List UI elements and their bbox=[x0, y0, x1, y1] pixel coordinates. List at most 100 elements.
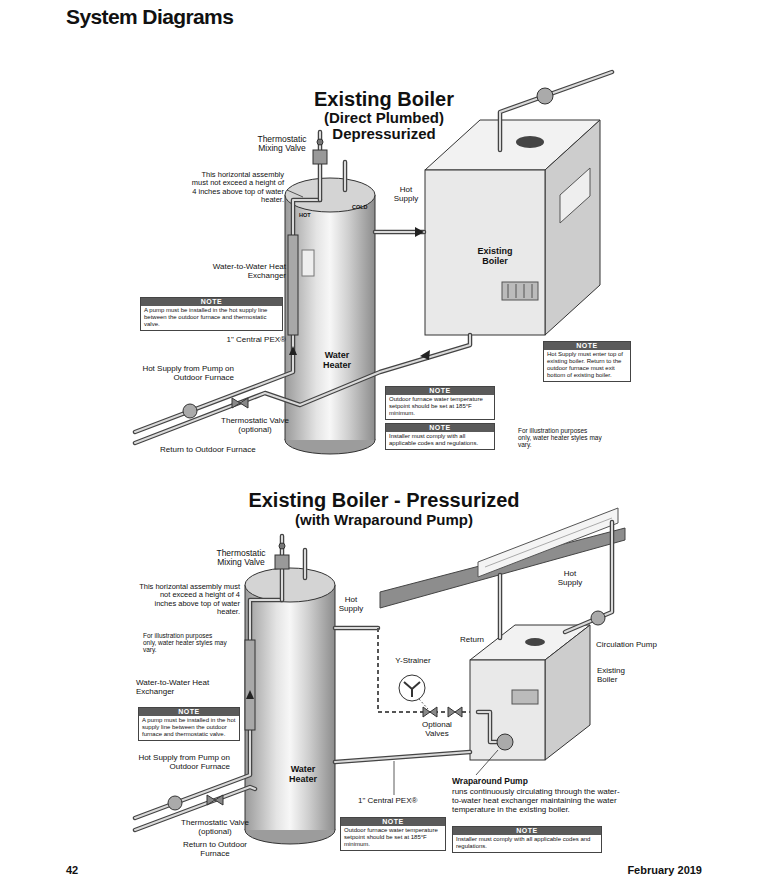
note-box: NOTEOutdoor furnace water temperature se… bbox=[340, 817, 446, 851]
pipe-fittings bbox=[497, 734, 513, 750]
callout-label: Optional Valves bbox=[416, 721, 458, 739]
pipe bbox=[135, 522, 612, 830]
pipe bbox=[478, 712, 497, 742]
note-heading: NOTE bbox=[544, 342, 630, 350]
diagram-heading: Existing Boiler bbox=[231, 88, 537, 110]
water-heater-tank bbox=[285, 178, 375, 454]
water-heater-tank bbox=[335, 585, 336, 830]
pipe-fittings bbox=[419, 699, 428, 709]
callout-label: runs continuously circulating through th… bbox=[452, 788, 620, 814]
callout-label: Thermostatic Valve (optional) bbox=[213, 417, 297, 435]
page-footer: 42 bbox=[66, 864, 106, 876]
note-heading: NOTE bbox=[141, 298, 282, 306]
boiler-cabinet bbox=[532, 284, 533, 298]
pipe bbox=[343, 162, 348, 190]
page-footer: February 2019 bbox=[580, 864, 702, 876]
note-body: Hot Supply must enter top of existing bo… bbox=[544, 350, 630, 381]
note-heading: NOTE bbox=[386, 424, 494, 432]
callout-label: HOT bbox=[299, 213, 321, 219]
pipe bbox=[303, 550, 308, 578]
note-body: Outdoor furnace water temperature setpoi… bbox=[386, 395, 494, 419]
callout-label: Circulation Pump bbox=[596, 641, 676, 650]
boiler-cabinet bbox=[516, 284, 517, 298]
diagram-heading: (with Wraparound Pump) bbox=[134, 512, 634, 528]
callout-label: Thermostatic Valve (optional) bbox=[178, 819, 252, 837]
pipe bbox=[500, 72, 612, 150]
pipe bbox=[135, 600, 282, 818]
pipe-fittings bbox=[245, 640, 255, 730]
note-body: Installer must comply with all applicabl… bbox=[453, 835, 601, 852]
callout-label: Thermostatic Mixing Valve bbox=[208, 549, 274, 567]
pipe bbox=[478, 712, 497, 742]
pipe-fittings bbox=[279, 543, 285, 549]
callout-label: This horizontal assembly must not exceed… bbox=[138, 583, 240, 616]
pipe-fittings bbox=[423, 707, 437, 717]
diagram-heading: Existing Boiler - Pressurized bbox=[134, 489, 634, 511]
pipe-fittings bbox=[537, 88, 553, 104]
boiler-cabinet bbox=[502, 282, 538, 300]
pipe bbox=[135, 600, 282, 818]
pipe bbox=[344, 162, 346, 190]
pipe-fittings bbox=[448, 707, 462, 717]
callout-label: Hot Supply from Pump on Outdoor Furnace bbox=[134, 754, 230, 772]
pipe-fittings bbox=[313, 150, 327, 164]
dashed-pipe bbox=[378, 628, 470, 712]
pipe-connector bbox=[375, 227, 424, 237]
callout-label: Thermostatic Mixing Valve bbox=[250, 135, 314, 153]
callout-label: Return to Outdoor Furnace bbox=[178, 841, 252, 859]
pipe-fittings bbox=[246, 690, 254, 699]
pipe-fittings bbox=[399, 675, 425, 701]
note-body: A pump must be installed in the hot supp… bbox=[139, 716, 239, 740]
note-box: NOTEInstaller must comply with all appli… bbox=[452, 826, 602, 853]
pipe bbox=[135, 200, 320, 432]
callout-label: 1" Central PEX® bbox=[206, 336, 286, 345]
callout-label: Wraparound Pump bbox=[452, 777, 612, 786]
pipe-fittings bbox=[183, 88, 553, 418]
callout-label: 1" Central PEX® bbox=[358, 797, 438, 806]
pipe-fittings bbox=[207, 795, 223, 805]
boiler-cabinet bbox=[512, 690, 538, 704]
pipe bbox=[304, 550, 306, 578]
callout-label: Hot Supply bbox=[334, 596, 368, 614]
equipment-shape: Water Heater bbox=[245, 590, 335, 830]
callout-label: Hot Supply from Pump on Outdoor Furnace bbox=[134, 365, 234, 383]
equipment-name: Water Heater bbox=[315, 350, 359, 370]
pipe bbox=[500, 72, 612, 150]
pipe bbox=[335, 626, 378, 631]
boiler-cabinet bbox=[545, 625, 590, 760]
water-heater-tank bbox=[302, 250, 314, 276]
note-heading: NOTE bbox=[386, 387, 494, 395]
boiler-cabinet bbox=[425, 120, 600, 335]
pipe-fittings bbox=[183, 404, 197, 418]
boiler-cabinet bbox=[545, 120, 600, 335]
callout-label: For illustration purposes only, water he… bbox=[143, 632, 227, 653]
dashed-pipe bbox=[378, 628, 470, 712]
pipe-fittings bbox=[317, 139, 323, 145]
equipment-name: Water Heater bbox=[281, 764, 325, 784]
floor-and-baseboard bbox=[478, 508, 618, 577]
note-box: NOTEInstaller must comply with all appli… bbox=[385, 423, 495, 450]
callout-label: For illustration purposes only, water he… bbox=[518, 427, 602, 448]
callout-label: Water-to-Water Heat Exchanger bbox=[136, 679, 236, 697]
callout-label: Return to Outdoor Furnace bbox=[160, 446, 280, 455]
pipe bbox=[499, 575, 501, 638]
pipe-fittings bbox=[168, 796, 182, 810]
note-heading: NOTE bbox=[341, 818, 445, 826]
pipe-fittings bbox=[420, 350, 430, 360]
callout-label: Hot Supply bbox=[389, 186, 423, 204]
boiler-cabinet bbox=[524, 284, 525, 298]
equipment-name: Existing Boiler bbox=[473, 246, 517, 266]
page-title: System Diagrams bbox=[66, 5, 233, 28]
callout-label: COLD bbox=[352, 205, 374, 211]
boiler-cabinet bbox=[470, 625, 590, 760]
note-box: NOTEOutdoor furnace water temperature se… bbox=[385, 386, 495, 420]
pipe-fittings bbox=[476, 750, 498, 775]
boiler-cabinet bbox=[516, 136, 544, 148]
note-heading: NOTE bbox=[139, 708, 239, 716]
diagram-heading: (Direct Plumbed) bbox=[231, 110, 537, 126]
water-heater-tank bbox=[245, 568, 335, 844]
callout-label: Return bbox=[460, 636, 496, 645]
pipe-fittings bbox=[394, 761, 395, 795]
callout-label: Y-Strainer bbox=[388, 657, 438, 666]
